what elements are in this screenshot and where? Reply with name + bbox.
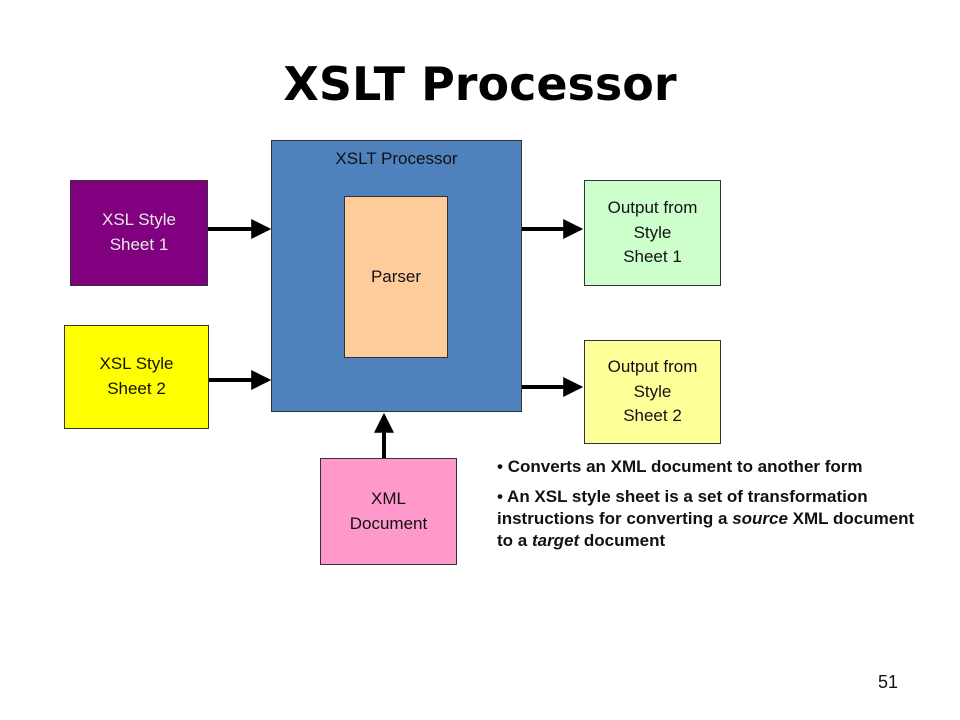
- bullet-2-emphasis-target: target: [531, 531, 580, 550]
- bullet-notes: Converts an XML document to another form…: [497, 456, 917, 560]
- xslt-processor-label: XSLT Processor: [335, 149, 458, 168]
- output-2-box: Output from Style Sheet 2: [584, 340, 721, 444]
- bullet-2-emphasis-source: source: [732, 509, 788, 528]
- bullet-2-text-part-1: An XSL style sheet is a set of transform…: [497, 487, 868, 528]
- bullet-1-text: Converts an XML document to another form: [507, 457, 863, 476]
- bullet-item-1: Converts an XML document to another form: [497, 456, 917, 478]
- xsl-style-sheet-2-label: XSL Style Sheet 2: [99, 354, 174, 398]
- output-1-label: Output from Style Sheet 1: [607, 198, 698, 267]
- xml-document-label: XML Document: [349, 488, 428, 533]
- xsl-style-sheet-2-box: XSL Style Sheet 2: [64, 325, 209, 429]
- parser-box: Parser: [344, 196, 448, 358]
- xsl-style-sheet-1-box: XSL Style Sheet 1: [70, 180, 208, 286]
- xml-document-box: XML Document: [320, 458, 457, 565]
- parser-label: Parser: [370, 266, 422, 286]
- xsl-style-sheet-1-label: XSL Style Sheet 1: [101, 210, 177, 254]
- output-1-box: Output from Style Sheet 1: [584, 180, 721, 286]
- output-2-label: Output from Style Sheet 2: [607, 357, 698, 426]
- bullet-2-text-part-3: document: [579, 531, 666, 550]
- bullet-2-text-part-2: XML document to a: [497, 509, 915, 550]
- page-number: 51: [878, 672, 899, 692]
- slide-title: XSLT Processor: [283, 57, 677, 111]
- bullet-item-2: An XSL style sheet is a set of transform…: [497, 486, 917, 552]
